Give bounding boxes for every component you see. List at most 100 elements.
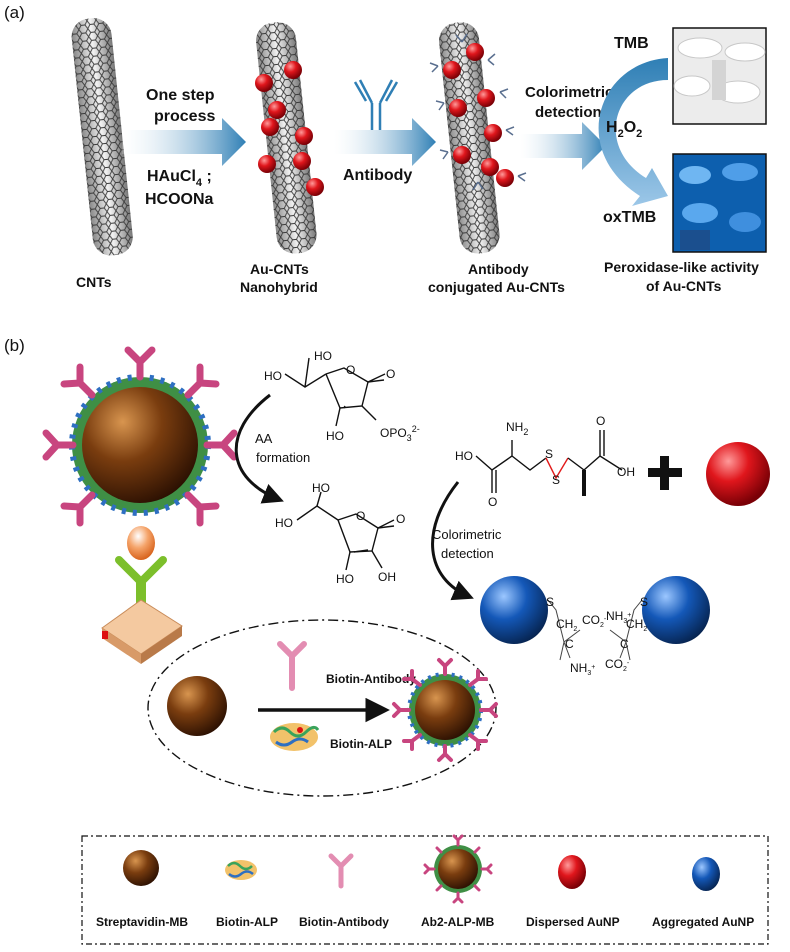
- h2o2-label: H2O2: [606, 119, 642, 140]
- svg-text:HO: HO: [336, 572, 354, 586]
- ascorbic-acid-phosphate-text: HO HO O O HO OPO32-: [264, 349, 420, 443]
- svg-text:OPO32-: OPO32-: [380, 424, 420, 443]
- svg-text:C: C: [620, 637, 629, 651]
- cysteine-bridge-text: S CH2 CO2- C NH3+ NH3+ C CO2- CH2 S: [546, 595, 648, 677]
- svg-text:HO: HO: [275, 516, 293, 530]
- legend-label-ab2-alp-mb: Ab2-ALP-MB: [421, 915, 495, 929]
- legend-label-aggregated-aunp: Aggregated AuNP: [652, 915, 754, 929]
- blue-wells-photo: [672, 153, 767, 253]
- inset-biotin-antibody-label: Biotin-Antibody: [326, 672, 416, 686]
- svg-text:CH2: CH2: [556, 617, 577, 633]
- svg-text:OH: OH: [617, 465, 635, 479]
- dispersed-aunp: [706, 442, 770, 506]
- aa-line1: AA: [255, 431, 273, 446]
- tmb-label: TMB: [614, 35, 649, 52]
- legend-biotin-antibody-icon: [328, 853, 354, 889]
- cnt-tube-1: [71, 18, 133, 256]
- svg-text:HO: HO: [326, 429, 344, 443]
- legend-label-biotin-antibody: Biotin-Antibody: [299, 915, 389, 929]
- ascorbic-acid-structure: [296, 491, 395, 571]
- legend-streptavidin-mb-icon: [123, 850, 159, 886]
- step-one-line1: One step: [146, 87, 215, 104]
- legend-label-streptavidin-mb: Streptavidin-MB: [96, 915, 188, 929]
- legend-label-biotin-alp: Biotin-ALP: [216, 915, 278, 929]
- colorimetric-detection-arrow: [431, 481, 474, 601]
- antibody-conjugated-cnt: [439, 22, 500, 254]
- panel-a-tag: (a): [4, 3, 25, 22]
- svg-text:NH3+: NH3+: [606, 609, 631, 625]
- ab2-alp-mb-complex: [42, 346, 238, 527]
- svg-text:S: S: [545, 447, 553, 461]
- svg-text:CO2-: CO2-: [605, 657, 630, 673]
- reagent-hcoona: HCOONa: [145, 191, 214, 208]
- svg-text:O: O: [488, 495, 497, 509]
- antibody-step-label: Antibody: [343, 167, 412, 184]
- legend-box: [81, 835, 769, 945]
- svg-text:CH2: CH2: [626, 617, 647, 633]
- svg-text:HO: HO: [314, 349, 332, 363]
- colorimetric-arrow: [520, 122, 606, 170]
- ascorbic-acid-phosphate-structure: [284, 357, 386, 427]
- legend-dispersed-aunp-icon: [558, 855, 586, 889]
- conjugated-gold-nanoparticles: [443, 43, 514, 187]
- cnts-label: CNTs: [76, 274, 112, 290]
- svg-text:CO2-: CO2-: [582, 613, 607, 629]
- svg-text:NH2: NH2: [506, 420, 528, 437]
- peroxidase-line1: Peroxidase-like activity: [604, 259, 759, 275]
- inset-streptavidin-mb: [167, 676, 227, 736]
- svg-text:HO: HO: [264, 369, 282, 383]
- svg-text:HO: HO: [455, 449, 473, 463]
- aa-formation-arrow: [234, 393, 284, 504]
- svg-text:O: O: [356, 509, 365, 523]
- colorimetric-b-line2: detection: [441, 546, 494, 561]
- inset-biotin-alp-icon: [270, 723, 320, 751]
- process-arrow: [122, 118, 246, 166]
- au-cnts-line2: Nanohybrid: [240, 279, 318, 295]
- conjugated-line2: conjugated Au-CNTs: [428, 279, 565, 295]
- attached-antibodies: [429, 33, 527, 191]
- aa-line2: formation: [256, 450, 310, 465]
- au-cnts-line1: Au-CNTs: [250, 261, 309, 277]
- svg-text:O: O: [346, 363, 355, 377]
- legend-labels: Streptavidin-MB Biotin-ALP Biotin-Antibo…: [96, 915, 754, 929]
- colorimetric-line2: detection: [535, 104, 602, 121]
- inset-biotin-alp-label: Biotin-ALP: [330, 737, 392, 751]
- svg-text:C: C: [565, 637, 574, 651]
- cysteine-bridge: [547, 599, 643, 661]
- cystine-text: HO NH2 O S S O OH: [455, 414, 635, 509]
- ascorbic-acid-text: HO HO O O HO OH: [275, 481, 405, 586]
- svg-text:OH: OH: [378, 570, 396, 584]
- legend-biotin-alp-icon: [225, 860, 257, 880]
- antibody-icon: [353, 79, 399, 130]
- inset-ab2-alp-mb: [392, 658, 498, 762]
- antibody-arrow: [334, 118, 436, 166]
- legend-ab2-alp-mb-icon: [423, 834, 493, 904]
- gold-nanoparticles: [255, 61, 324, 196]
- conjugated-line1: Antibody: [468, 261, 529, 277]
- legend-label-dispersed-aunp: Dispersed AuNP: [526, 915, 620, 929]
- synthesis-inset-border: [147, 619, 497, 797]
- svg-text:S: S: [640, 595, 648, 609]
- svg-text:S: S: [552, 473, 560, 487]
- tmb-conversion-arrow: [598, 58, 668, 206]
- cystine-structure: [475, 430, 623, 496]
- svg-text:S: S: [546, 595, 554, 609]
- colorimetric-b-line1: Colorimetric: [432, 527, 502, 542]
- aggregated-aunp-right: [642, 576, 710, 644]
- svg-text:HO: HO: [312, 481, 330, 495]
- colorimetric-line1: Colorimetric: [525, 84, 613, 101]
- svg-text:O: O: [386, 367, 395, 381]
- svg-text:O: O: [396, 512, 405, 526]
- peroxidase-line2: of Au-CNTs: [646, 278, 722, 294]
- sandwich-assay-surface: [101, 526, 183, 664]
- step-one-line2: process: [154, 108, 215, 125]
- reagent-haucl4: HAuCl4 ;: [147, 168, 212, 189]
- aggregated-aunp-left: [480, 576, 548, 644]
- white-wells-photo: [672, 27, 767, 125]
- svg-text:O: O: [596, 414, 605, 428]
- oxtmb-label: oxTMB: [603, 209, 656, 226]
- legend-aggregated-aunp-icon: [692, 857, 720, 891]
- legend-icons: [123, 834, 720, 904]
